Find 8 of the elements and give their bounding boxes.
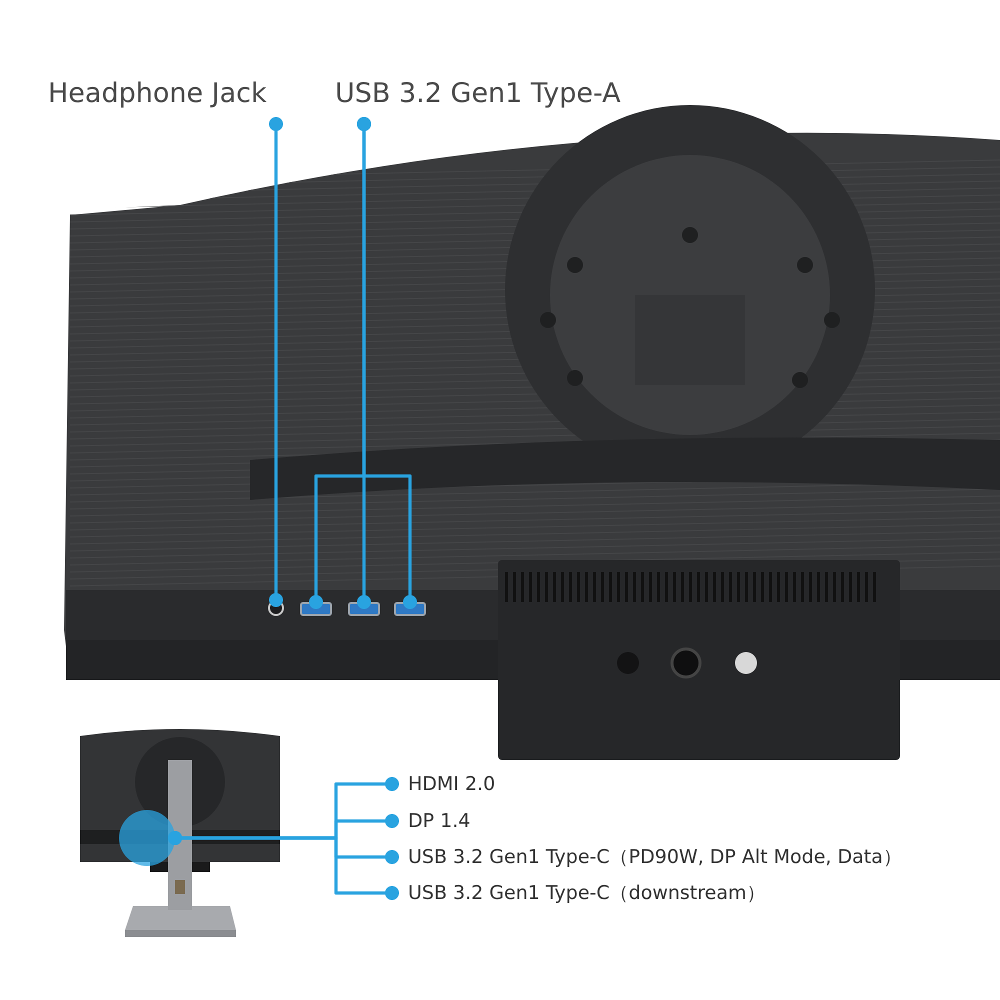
callout-label: USB 3.2 Gen1 Type-C（downstream） [408, 882, 766, 904]
callout-label: USB 3.2 Gen1 Type-A [335, 78, 621, 110]
leader-line [268, 116, 284, 608]
callout-label: DP 1.4 [408, 810, 470, 832]
callout-label: Headphone Jack [48, 78, 267, 110]
callout-label: USB 3.2 Gen1 Type-C（PD90W, DP Alt Mode, Data） [408, 846, 902, 868]
callout-label: HDMI 2.0 [408, 772, 496, 796]
leader-line [356, 116, 418, 610]
